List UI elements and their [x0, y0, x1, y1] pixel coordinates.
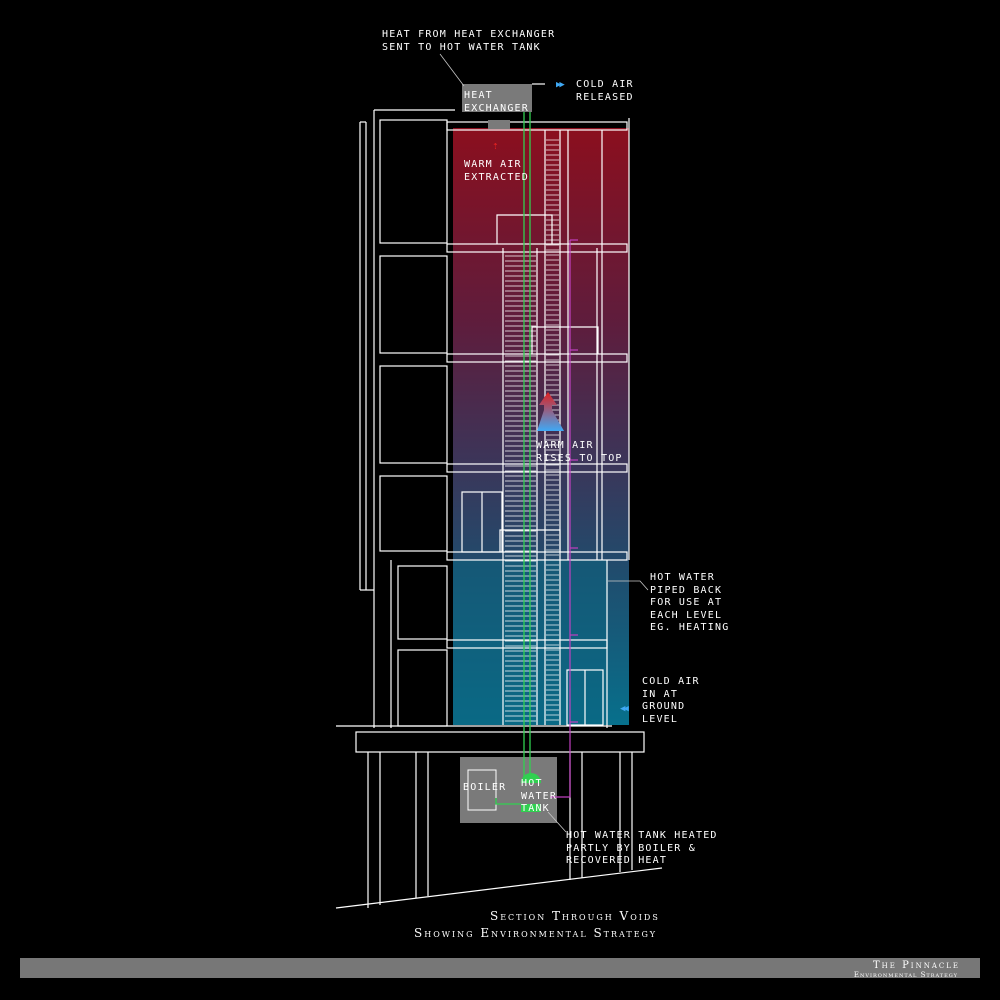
warm-air-extracted-arrow-icon: ⇡ — [492, 139, 499, 152]
label-cold-air-in: COLD AIR IN AT GROUND LEVEL — [642, 676, 700, 725]
label-boiler: BOILER — [463, 782, 507, 793]
label-hot-water-tank: HOT WATER TANK — [521, 778, 558, 814]
caption-line-1: Section Through Voids — [490, 909, 660, 923]
label-heat-exchanger: HEAT EXCHANGER — [464, 90, 529, 114]
heat-pipes — [495, 112, 531, 805]
label-warm-air-extracted: WARM AIR EXTRACTED — [464, 159, 529, 183]
label-warm-air-rises: WARM AIR RISES TO TOP — [536, 440, 623, 464]
stair-treads — [505, 139, 559, 722]
caption-line-2: Showing Environmental Strategy — [414, 926, 658, 940]
footer-title: The Pinnacle — [873, 960, 960, 971]
leader-lines — [439, 53, 649, 833]
cold-air-released-arrow-icon: ▶▶ — [556, 80, 565, 90]
label-tank-heated-note: HOT WATER TANK HEATED PARTLY BY BOILER &… — [566, 830, 718, 866]
cold-air-in-arrow-icon: ◀◀ — [620, 704, 629, 714]
label-heat-exchanger-note: HEAT FROM HEAT EXCHANGER SENT TO HOT WAT… — [382, 29, 556, 53]
label-hot-water-piped: HOT WATER PIPED BACK FOR USE AT EACH LEV… — [650, 572, 730, 633]
footer-subtitle: Environmental Strategy — [853, 971, 958, 979]
heat-exchanger-box — [462, 84, 532, 112]
footer-bar: The Pinnacle Environmental Strategy — [20, 958, 980, 979]
warm-air-rises-arrow — [537, 392, 564, 431]
label-cold-air-released: COLD AIR RELEASED — [576, 79, 634, 103]
building-linework — [335, 109, 663, 909]
hot-water-pipes — [550, 239, 578, 798]
